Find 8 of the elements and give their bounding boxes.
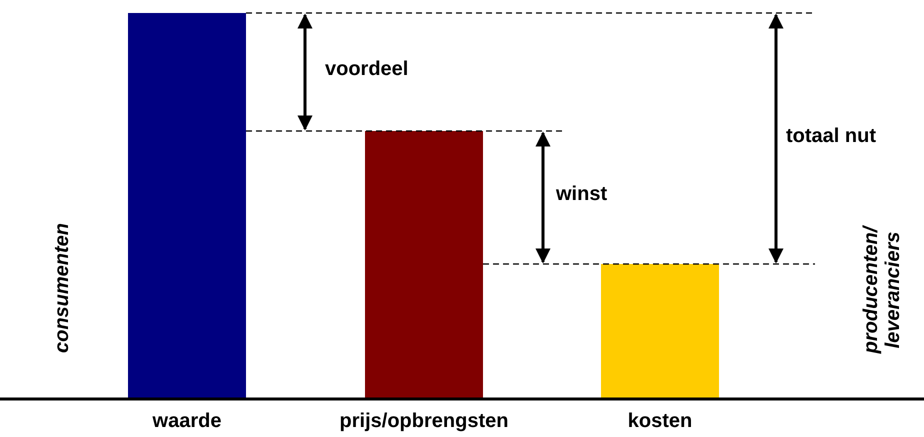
dimension-label: winst	[556, 183, 608, 205]
category-label: kosten	[628, 410, 692, 432]
axis-label: producenten/ leveranciers	[860, 225, 904, 355]
category-label: waarde	[152, 410, 222, 432]
axis-label: consumenten	[51, 223, 73, 353]
dimension-label: voordeel	[325, 58, 408, 80]
dimension-label: totaal nut	[786, 125, 876, 147]
category-label: prijs/opbrengsten	[340, 410, 508, 432]
